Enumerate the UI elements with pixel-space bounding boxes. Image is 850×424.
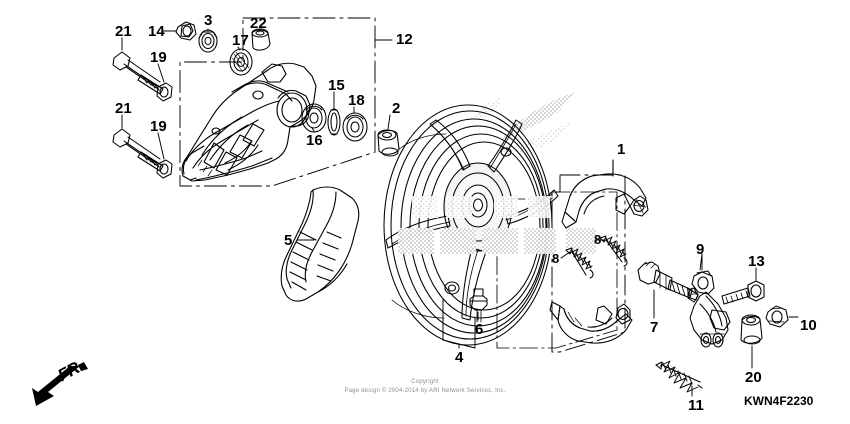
callout-14: 14	[148, 23, 165, 40]
part-19-collar-lower	[156, 159, 173, 179]
part-5-chain-guard	[280, 186, 360, 302]
callout-17: 17	[232, 32, 249, 49]
leader-lines	[121, 28, 479, 321]
callout-3: 3	[204, 12, 213, 29]
callout-18: 18	[348, 92, 365, 109]
copyright-text: Page design © 2004-2014 by ARI Network S…	[344, 388, 506, 395]
direction-marker: FR.	[18, 356, 108, 415]
callout-20: 20	[745, 369, 762, 386]
part-2-collar	[377, 129, 400, 157]
callout-13: 13	[748, 253, 765, 270]
part-13-flange-bolt	[721, 280, 765, 305]
part-1-brake-shoe-upper	[561, 173, 649, 229]
part-3-flange-nut	[198, 29, 218, 53]
group-box-swingarm	[179, 17, 376, 187]
callout-22: 22	[250, 15, 267, 32]
part-swingarm	[181, 62, 317, 182]
part-10-nut	[765, 305, 789, 328]
part-8-spring-lower	[565, 247, 594, 279]
callout-12: 12	[396, 31, 413, 48]
part-18-bearing	[342, 112, 368, 142]
part-20-spacer	[740, 314, 763, 345]
callout-21-upper: 21	[115, 23, 132, 40]
part-6-air-valve	[469, 288, 488, 323]
part-21-bolt-lower	[112, 128, 164, 172]
part-8-spring-upper	[599, 235, 628, 267]
callout-2: 2	[392, 100, 401, 117]
copyright-block: Copyright Page design © 2004-2014 by ARI…	[0, 378, 850, 397]
callout-7: 7	[650, 319, 659, 336]
part-22-bush	[251, 28, 271, 51]
part-19-collar-upper	[156, 82, 173, 102]
callout-8-lower: 8	[552, 251, 560, 266]
copyright-title: Copyright	[411, 379, 439, 385]
callout-8-upper: 8	[594, 232, 602, 247]
part-14-cap-nut	[175, 21, 197, 41]
callout-10: 10	[800, 317, 817, 334]
callout-19-lower: 19	[150, 118, 167, 135]
callout-9: 9	[696, 241, 705, 258]
callout-5: 5	[284, 232, 293, 249]
part-17-bearing	[229, 48, 253, 76]
fr-arrow-icon	[32, 362, 88, 406]
callout-6: 6	[475, 321, 484, 338]
part-21-bolt-upper	[112, 51, 164, 95]
part-11-spring	[655, 360, 703, 393]
part-1-brake-shoe-lower	[549, 301, 633, 344]
callout-1: 1	[617, 141, 626, 158]
callout-4: 4	[455, 349, 464, 366]
callout-16: 16	[306, 132, 323, 149]
part-4-rear-wheel	[383, 92, 596, 346]
part-15-snap-ring	[327, 108, 341, 136]
callout-19-upper: 19	[150, 49, 167, 66]
callout-21-lower: 21	[115, 100, 132, 117]
part-9-brake-arm	[687, 270, 731, 348]
callout-15: 15	[328, 77, 345, 94]
callout-11: 11	[688, 397, 704, 414]
part-7-brake-cam-shaft	[637, 261, 699, 301]
part-16-bearing	[301, 103, 327, 133]
page-code: KWN4F2230	[744, 394, 814, 408]
